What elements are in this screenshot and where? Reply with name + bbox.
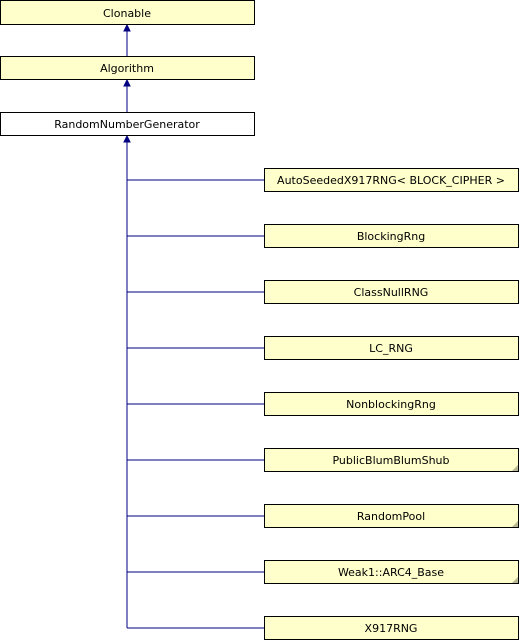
node-nonblocking-rng[interactable]: NonblockingRng [264,392,519,416]
node-class-null-rng[interactable]: ClassNullRNG [264,280,519,304]
node-label: LC_RNG [369,342,413,355]
arrow-head [123,134,131,143]
node-box [264,280,519,304]
node-lc-rng[interactable]: LC_RNG [264,336,519,360]
node-label: AutoSeededX917RNG< BLOCK_CIPHER > [277,174,505,187]
node-label: ClassNullRNG [354,286,429,299]
node-box [264,560,519,584]
node-box [264,392,519,416]
more-subclasses-marker [512,521,518,527]
node-label: Weak1::ARC4_Base [338,566,444,579]
node-random-number-generator: RandomNumberGenerator [0,112,255,136]
node-random-pool[interactable]: RandomPool [264,504,519,528]
arrow-head [123,78,131,87]
node-label: RandomPool [357,510,425,523]
node-box [264,224,519,248]
node-label: NonblockingRng [346,398,436,411]
edges [123,23,264,629]
node-box [0,0,255,25]
node-box [264,504,519,528]
arrow-head [123,23,131,32]
node-box [0,56,255,80]
more-subclasses-marker [512,465,518,471]
node-label: Algorithm [100,62,154,75]
node-box [264,336,519,360]
node-box [264,168,519,192]
node-blocking-rng[interactable]: BlockingRng [264,224,519,248]
node-public-blum-blum-shub[interactable]: PublicBlumBlumShub [264,448,519,472]
node-label: PublicBlumBlumShub [332,454,449,467]
node-box [0,112,255,136]
node-label: X917RNG [365,622,418,635]
node-label: Clonable [103,7,151,20]
node-x917-rng[interactable]: X917RNG [264,616,519,640]
more-subclasses-marker [512,577,518,583]
node-box [264,448,519,472]
node-clonable[interactable]: Clonable [0,0,255,25]
node-autoseeded-x917-rng[interactable]: AutoSeededX917RNG< BLOCK_CIPHER > [264,168,519,192]
node-label: BlockingRng [357,230,425,243]
node-algorithm[interactable]: Algorithm [0,56,255,80]
node-weak1-arc4-base[interactable]: Weak1::ARC4_Base [264,560,519,584]
node-label: RandomNumberGenerator [54,118,200,131]
